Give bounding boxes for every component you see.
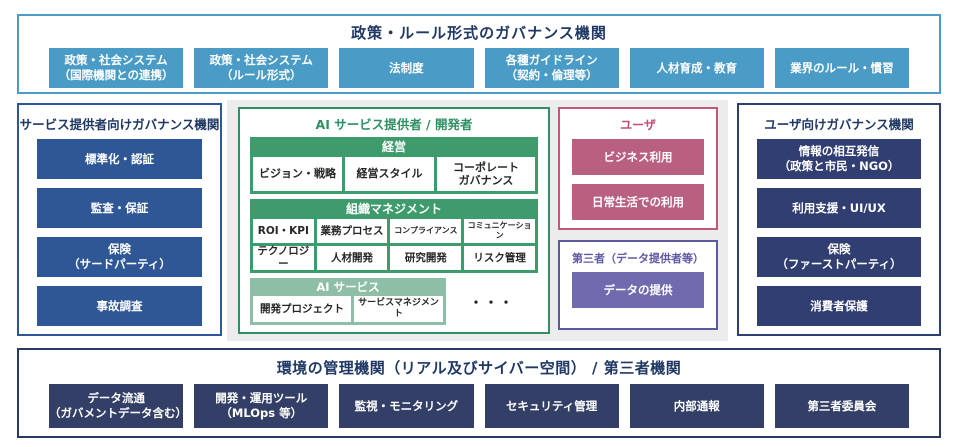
user-section: ユーザ ビジネス利用 日常生活での利用: [558, 107, 718, 230]
environment-management-title: 環境の管理機関（リアル及びサイバー空間） / 第三者機関: [276, 359, 682, 377]
cell-management-style: 経営スタイル: [345, 157, 435, 191]
org-management-row2: テクノロジー 人材開発 研究開発 リスク管理: [253, 245, 535, 270]
block-industry-rules-customs: 業界のルール・慣習: [774, 48, 910, 88]
block-security-management: セキュリティ管理: [484, 384, 619, 428]
block-monitoring: 監視・モニタリング: [339, 384, 474, 428]
section-header-ai-service: AI サービス: [316, 280, 380, 294]
block-legal-system: 法制度: [339, 48, 474, 88]
policy-governance-title: 政策・ルール形式のガバナンス機関: [351, 24, 607, 42]
ellipsis-dots: ・・・: [469, 296, 515, 311]
block-audit-assurance: 監査・保証: [37, 188, 202, 228]
block-policy-social-system-international: 政策・社会システム （国際機関との連携）: [49, 48, 184, 88]
provider-governance-blocks: 標準化・認証 監査・保証 保険 （サードパーティ） 事故調査: [19, 139, 220, 326]
cell-hr-development: 人材開発: [316, 246, 388, 270]
environment-management-section: 環境の管理機関（リアル及びサイバー空間） / 第三者機関 データ流通 （ガバメン…: [17, 348, 941, 438]
block-data-distribution: データ流通 （ガバメントデータ含む）: [49, 384, 187, 428]
section-header-org-management: 組織マネジメント: [345, 202, 442, 216]
block-daily-life-use: 日常生活での利用: [572, 184, 704, 220]
block-data-provision: データの提供: [572, 272, 704, 308]
cell-business-process: 業務プロセス: [316, 219, 388, 243]
cell-vision-strategy: ビジョン・戦略: [253, 157, 343, 191]
user-governance-blocks: 情報の相互発信 （政策と市民・NGO） 利用支援・UI/UX 保険 （ファースト…: [739, 139, 939, 326]
block-standardization-certification: 標準化・認証: [37, 139, 202, 179]
section-header-management: 経営: [381, 140, 406, 154]
user-title: ユーザ: [620, 118, 656, 132]
block-business-use: ビジネス利用: [572, 139, 704, 175]
block-hr-education: 人材育成・教育: [629, 48, 764, 88]
organization-management-section: 組織マネジメント ROI・KPI 業務プロセス コンプライアンス コミュニケーシ…: [250, 199, 538, 273]
cell-risk-management: リスク管理: [464, 246, 535, 270]
provider-governance-section: サービス提供者向けガバナンス機関 標準化・認証 監査・保証 保険 （サードパーテ…: [17, 103, 222, 336]
block-guidelines: 各種ガイドライン （契約・倫理等）: [484, 48, 619, 88]
third-party-title: 第三者（データ提供者等）: [572, 252, 704, 265]
block-dev-ops-tools: 開発・運用ツール （MLOps 等）: [194, 384, 329, 428]
ai-service-cells: 開発プロジェクト サービスマネジメント: [253, 296, 443, 322]
policy-governance-section: 政策・ルール形式のガバナンス機関 政策・社会システム （国際機関との連携） 政策…: [17, 14, 941, 94]
cell-research-development: 研究開発: [390, 246, 462, 270]
policy-governance-blocks: 政策・社会システム （国際機関との連携） 政策・社会システム （ルール形式） 法…: [19, 43, 939, 88]
center-panel: AI サービス提供者 / 開発者 経営 ビジョン・戦略 経営スタイル コーポレー…: [227, 100, 728, 341]
user-governance-title: ユーザ向けガバナンス機関: [764, 117, 914, 132]
block-consumer-protection: 消費者保護: [757, 286, 921, 326]
block-third-party-committee: 第三者委員会: [774, 384, 910, 428]
ai-provider-section: AI サービス提供者 / 開発者 経営 ビジョン・戦略 経営スタイル コーポレー…: [238, 107, 550, 334]
cell-communication: コミュニケーション: [464, 219, 535, 243]
provider-governance-title: サービス提供者向けガバナンス機関: [19, 117, 220, 132]
block-mutual-information-exchange: 情報の相互発信 （政策と市民・NGO）: [757, 139, 921, 179]
block-internal-whistleblowing: 内部通報: [629, 384, 764, 428]
cell-corporate-governance: コーポレート ガバナンス: [437, 157, 535, 191]
ai-provider-title: AI サービス提供者 / 開発者: [315, 117, 473, 132]
user-governance-section: ユーザ向けガバナンス機関 情報の相互発信 （政策と市民・NGO） 利用支援・UI…: [737, 103, 941, 336]
cell-development-project: 開発プロジェクト: [253, 296, 351, 322]
org-management-row1: ROI・KPI 業務プロセス コンプライアンス コミュニケーション: [253, 219, 535, 243]
third-party-blocks: データの提供: [560, 272, 716, 308]
block-usage-support-uiux: 利用支援・UI/UX: [757, 188, 921, 228]
ai-service-section: AI サービス 開発プロジェクト サービスマネジメント: [250, 278, 446, 325]
environment-management-blocks: データ流通 （ガバメントデータ含む） 開発・運用ツール （MLOps 等） 監視…: [19, 378, 939, 428]
management-cells: ビジョン・戦略 経営スタイル コーポレート ガバナンス: [253, 157, 535, 191]
cell-service-management: サービスマネジメント: [353, 296, 443, 322]
block-policy-social-system-rules: 政策・社会システム （ルール形式）: [194, 48, 329, 88]
block-insurance-first-party: 保険 （ファーストパーティ）: [757, 237, 921, 277]
ai-service-row: AI サービス 開発プロジェクト サービスマネジメント ・・・: [250, 278, 538, 325]
management-section: 経営 ビジョン・戦略 経営スタイル コーポレート ガバナンス: [250, 137, 538, 194]
third-party-section: 第三者（データ提供者等） データの提供: [558, 240, 718, 330]
user-blocks: ビジネス利用 日常生活での利用: [560, 139, 716, 220]
block-insurance-third-party: 保険 （サードパーティ）: [37, 237, 202, 277]
cell-technology: テクノロジー: [253, 245, 314, 270]
cell-compliance: コンプライアンス: [390, 219, 462, 243]
block-accident-investigation: 事故調査: [37, 286, 202, 326]
cell-roi-kpi: ROI・KPI: [253, 219, 314, 243]
